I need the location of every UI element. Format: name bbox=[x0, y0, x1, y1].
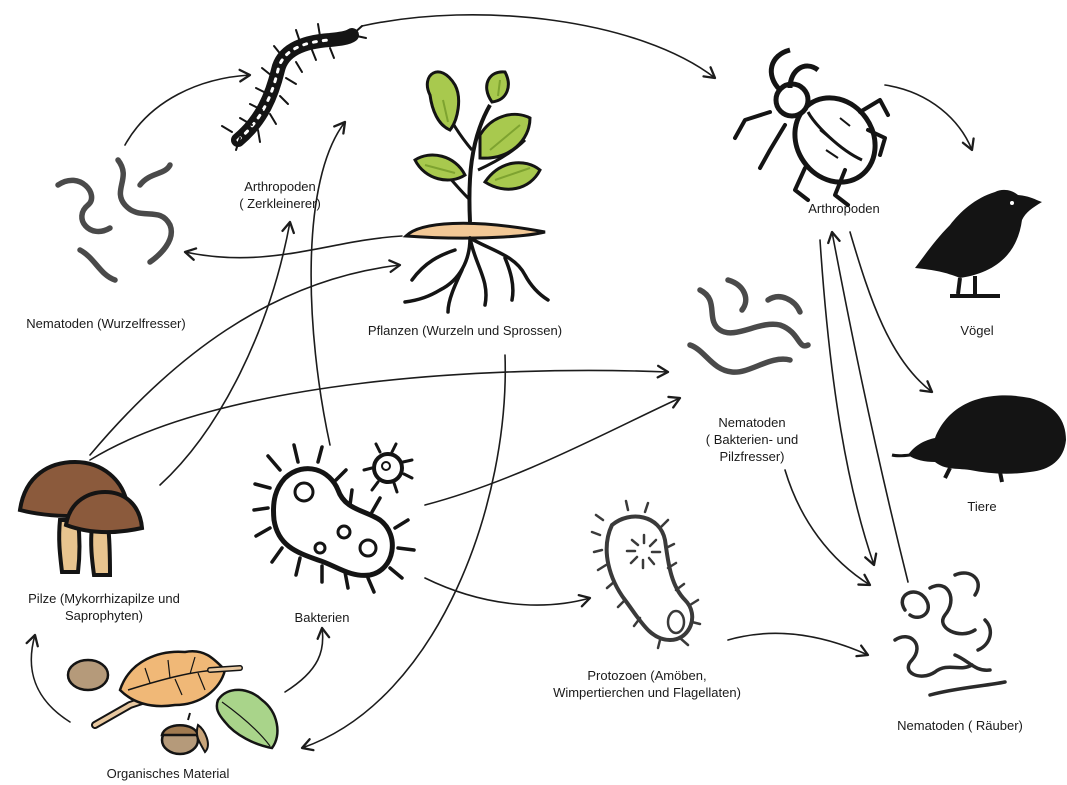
label-bacteria: Bakterien bbox=[295, 609, 350, 626]
edge-organic-to-fungi bbox=[31, 635, 70, 722]
nematode-worms-icon-bf bbox=[690, 280, 808, 372]
label-arthropods: Arthropoden bbox=[808, 200, 880, 217]
mole-silhouette-icon bbox=[892, 395, 1066, 482]
label-line: Vögel bbox=[960, 322, 993, 339]
edge-plants-to-nematodes-root bbox=[185, 236, 402, 258]
label-nematodes-predator: Nematoden ( Räuber) bbox=[897, 717, 1023, 734]
label-plants: Pflanzen (Wurzeln und Sprossen) bbox=[368, 322, 562, 339]
bird-silhouette-icon bbox=[915, 190, 1042, 296]
edge-arthropods-to-birds bbox=[885, 85, 972, 150]
edge-nematodes-root-to-arthropods-shredders bbox=[125, 75, 250, 145]
nematode-worms-icon-root bbox=[58, 160, 171, 280]
leaves-and-acorns-icon bbox=[68, 651, 277, 754]
edge-bacteria-to-protozoa bbox=[425, 578, 590, 605]
edge-nematodes-bf-to-predator bbox=[785, 470, 870, 585]
label-nematodes-root: Nematoden (Wurzelfresser) bbox=[26, 315, 185, 332]
edge-arthropods-to-animals bbox=[850, 232, 932, 392]
label-nematodes-bacteria-fungi: Nematoden ( Bakterien- und Pilzfresser) bbox=[706, 414, 799, 465]
label-line: ( Bakterien- und bbox=[706, 431, 799, 448]
label-line: Pflanzen (Wurzeln und Sprossen) bbox=[368, 322, 562, 339]
bacteria-icon bbox=[254, 444, 414, 592]
label-organic-material: Organisches Material bbox=[107, 765, 230, 782]
edge-fungi-to-plants bbox=[90, 265, 400, 455]
edge-fungi-to-nematodes-bf bbox=[90, 370, 668, 460]
edge-bacteria-to-arthropods-shredders bbox=[311, 122, 345, 445]
label-line: Nematoden ( Räuber) bbox=[897, 717, 1023, 734]
label-line: Wimpertierchen und Flagellaten) bbox=[553, 684, 741, 701]
label-birds: Vögel bbox=[960, 322, 993, 339]
edge-predator-to-arthropods bbox=[832, 232, 908, 582]
mushrooms-icon bbox=[20, 462, 142, 575]
label-line: Protozoen (Amöben, bbox=[553, 667, 741, 684]
nematode-worms-icon-predator bbox=[895, 573, 1005, 695]
edge-fungi-to-arthropods-shredders bbox=[160, 222, 290, 485]
label-line: Tiere bbox=[967, 498, 996, 515]
edge-organic-to-bacteria bbox=[285, 628, 323, 692]
label-line: Arthropoden bbox=[239, 178, 321, 195]
label-line: Pilze (Mykorrhizapilze und bbox=[28, 590, 180, 607]
edge-bacteria-to-nematodes-bf bbox=[425, 398, 680, 505]
label-line: Bakterien bbox=[295, 609, 350, 626]
label-line: Pilzfresser) bbox=[706, 448, 799, 465]
centipede-icon bbox=[222, 24, 366, 150]
protozoa-icon bbox=[592, 501, 700, 648]
label-line: Arthropoden bbox=[808, 200, 880, 217]
label-line: Nematoden (Wurzelfresser) bbox=[26, 315, 185, 332]
edge-protozoa-to-predator bbox=[728, 633, 868, 655]
label-protozoa: Protozoen (Amöben, Wimpertierchen und Fl… bbox=[553, 667, 741, 701]
label-fungi: Pilze (Mykorrhizapilze und Saprophyten) bbox=[28, 590, 180, 624]
label-line: Nematoden bbox=[706, 414, 799, 431]
label-line: Saprophyten) bbox=[28, 607, 180, 624]
label-animals: Tiere bbox=[967, 498, 996, 515]
label-arthropods-shredders: Arthropoden ( Zerkleinerer) bbox=[239, 178, 321, 212]
label-line: Organisches Material bbox=[107, 765, 230, 782]
edge-arthropods-shredders-to-arthropods bbox=[362, 15, 715, 78]
beetle-icon bbox=[735, 50, 891, 205]
plant-with-roots-icon bbox=[405, 72, 548, 312]
label-line: ( Zerkleinerer) bbox=[239, 195, 321, 212]
